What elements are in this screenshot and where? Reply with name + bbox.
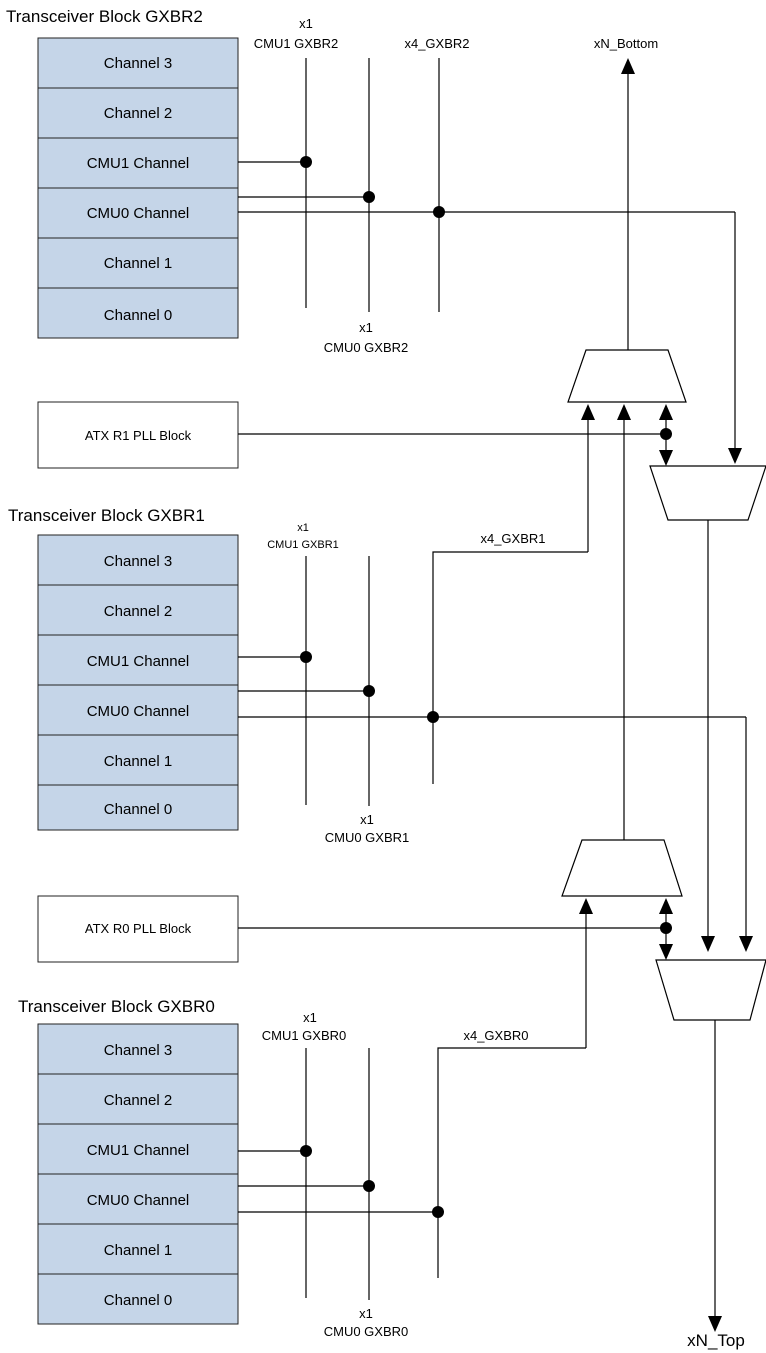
cmu0-channel-cell: [37, 684, 239, 736]
channel-1-cell: [37, 1223, 239, 1275]
arrow-down-icon: [728, 448, 742, 464]
junction-dot: [300, 651, 312, 663]
junction-dot: [432, 1206, 444, 1218]
channel-2-cell: [37, 87, 239, 139]
junction-dot: [433, 206, 445, 218]
cmu0-channel-cell: [37, 1173, 239, 1225]
block-title: Transceiver Block GXBR1: [8, 506, 205, 525]
x4-clock-label: x4_GXBR2: [404, 36, 469, 51]
arrow-down-icon: [659, 944, 673, 960]
channel-label: Channel 1: [104, 255, 172, 272]
channel-label: Channel 2: [104, 105, 172, 122]
right-mux-r0: [655, 959, 766, 1021]
junction-dot: [363, 191, 375, 203]
channel-label: CMU1 Channel: [87, 653, 190, 670]
channel-0-cell: [37, 287, 239, 339]
block-title: Transceiver Block GXBR0: [18, 997, 215, 1016]
cmu1-channel-cell: [37, 1123, 239, 1175]
cmu0-clock-label: CMU0 GXBR0: [324, 1324, 409, 1339]
x4-clock-line: [432, 551, 588, 784]
cmu1-channel-cell: [37, 137, 239, 189]
cmu1-clock-label: CMU1 GXBR2: [254, 36, 339, 51]
channel-label: CMU0 Channel: [87, 1192, 190, 1209]
cmu1-channel-cell: [37, 634, 239, 686]
arrow-up-icon: [659, 404, 673, 420]
cmu1-x1-label: x1: [299, 16, 313, 31]
transceiver-block-gxbr0: Transceiver Block GXBR0 Channel 3 Channe…: [18, 997, 586, 1339]
atx-r1-pll-label: ATX R1 PLL Block: [85, 428, 192, 443]
channel-label: Channel 0: [104, 307, 172, 324]
channel-1-cell: [37, 237, 239, 289]
atx-r1-pll-block: [37, 401, 239, 469]
channel-label: CMU0 Channel: [87, 703, 190, 720]
junction-dot: [427, 711, 439, 723]
channel-3-cell: [37, 37, 239, 89]
transceiver-block-gxbr2: Transceiver Block GXBR2 Channel 3 Channe…: [6, 7, 735, 355]
channel-1-cell: [37, 734, 239, 786]
lower-mux-gxbr1: [561, 839, 683, 897]
junction-dot: [300, 156, 312, 168]
atx-r0-pll-label: ATX R0 PLL Block: [85, 921, 192, 936]
junction-dot: [363, 685, 375, 697]
channel-label: CMU0 Channel: [87, 205, 190, 222]
upper-mux-gxbr2: [567, 349, 687, 403]
arrow-up-icon: [617, 404, 631, 420]
cmu1-clock-label: CMU1 GXBR0: [262, 1028, 347, 1043]
transceiver-block-gxbr1: Transceiver Block GXBR1 Channel 3 Channe…: [8, 506, 746, 845]
channel-3-cell: [37, 1023, 239, 1075]
channel-2-cell: [37, 584, 239, 636]
cmu0-clock-label: CMU0 GXBR2: [324, 340, 409, 355]
block-title: Transceiver Block GXBR2: [6, 7, 203, 26]
cmu0-channel-cell: [37, 187, 239, 239]
cmu0-x1-label: x1: [359, 320, 373, 335]
channel-3-cell: [37, 534, 239, 586]
cmu0-x1-label: x1: [359, 1306, 373, 1321]
xn-bottom-label: xN_Bottom: [594, 36, 658, 51]
xn-top-label: xN_Top: [687, 1331, 745, 1350]
channel-label: Channel 3: [104, 553, 172, 570]
arrow-up-icon: [581, 404, 595, 420]
arrow-up-icon: [659, 898, 673, 914]
channel-label: Channel 2: [104, 603, 172, 620]
junction-dot: [300, 1145, 312, 1157]
arrow-down-icon: [659, 450, 673, 466]
cmu1-x1-label: x1: [297, 522, 309, 534]
channel-0-cell: [37, 784, 239, 831]
x4-clock-line: [437, 1047, 586, 1278]
channel-2-cell: [37, 1073, 239, 1125]
cmu0-clock-label: CMU0 GXBR1: [325, 830, 410, 845]
channel-label: Channel 2: [104, 1092, 172, 1109]
channel-label: CMU1 Channel: [87, 1142, 190, 1159]
arrow-up-icon: [621, 58, 635, 74]
arrow-down-icon: [701, 936, 715, 952]
arrow-up-icon: [579, 898, 593, 914]
cmu1-x1-label: x1: [303, 1010, 317, 1025]
x4-clock-label: x4_GXBR1: [480, 531, 545, 546]
channel-label: Channel 3: [104, 1042, 172, 1059]
channel-label: Channel 3: [104, 55, 172, 72]
right-mux-r1: [649, 465, 766, 521]
channel-label: Channel 1: [104, 1242, 172, 1259]
channel-label: Channel 0: [104, 1292, 172, 1309]
cmu1-clock-label: CMU1 GXBR1: [267, 539, 339, 551]
channel-label: Channel 0: [104, 801, 172, 818]
channel-label: Channel 1: [104, 753, 172, 770]
junction-dot: [363, 1180, 375, 1192]
atx-r0-pll-block: [37, 895, 239, 963]
channel-label: CMU1 Channel: [87, 155, 190, 172]
channel-0-cell: [37, 1273, 239, 1325]
arrow-down-icon: [708, 1316, 722, 1332]
arrow-down-icon: [739, 936, 753, 952]
x4-clock-label: x4_GXBR0: [463, 1028, 528, 1043]
cmu0-x1-label: x1: [360, 812, 374, 827]
